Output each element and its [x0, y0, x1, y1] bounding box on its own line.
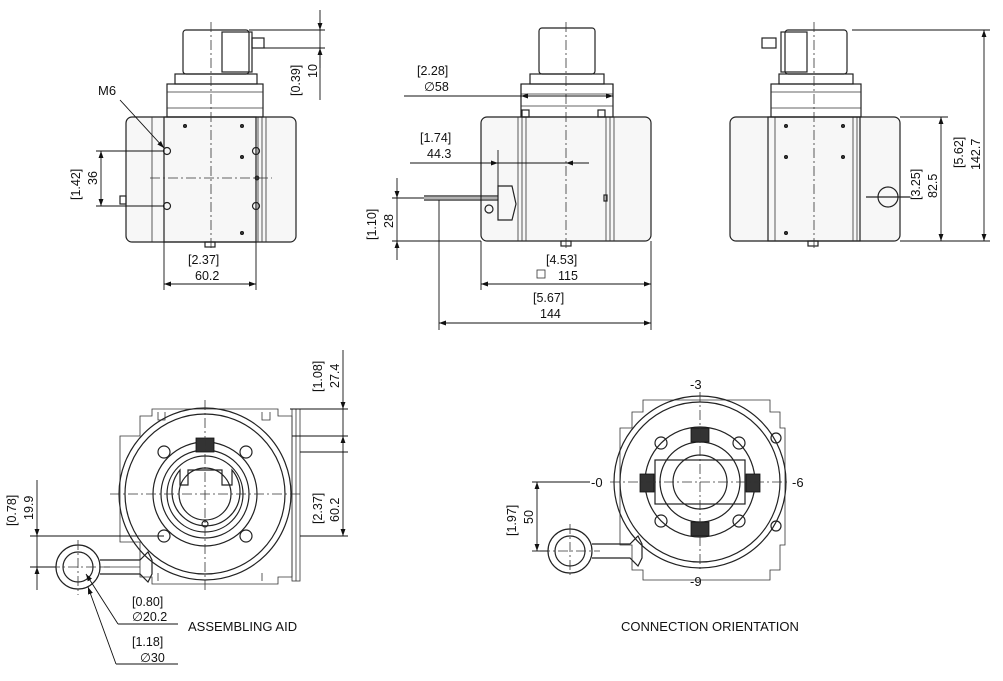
dim-cable-height-in: [1.10] [365, 209, 379, 240]
dim-top-offset-mm: 27.4 [328, 364, 342, 388]
dim-front-width-mm: 60.2 [195, 269, 219, 283]
dim-hole-spacing-in: [1.42] [69, 169, 83, 200]
dim-aid-outer-in: [1.18] [132, 635, 163, 649]
label-assembling-aid: ASSEMBLING AID [188, 619, 297, 634]
dim-total-len-mm: 144 [540, 307, 561, 321]
bottom-view: [1.08] 27.4 [2.37] 60.2 [0.78] 19.9 [0.8… [5, 350, 348, 665]
orient-label-top: -3 [690, 377, 702, 392]
dim-flange-dia-mm: ∅58 [424, 80, 449, 94]
dim-body-len-in: [4.53] [546, 253, 577, 267]
dim-conn-height-mm: 10 [306, 64, 320, 78]
orient-label-left: -0 [591, 475, 603, 490]
rear-view: [3.25] 82.5 [5.62] 142.7 [729, 22, 990, 250]
dim-front-width-in: [2.37] [188, 253, 219, 267]
dim-body-height-mm: 82.5 [926, 174, 940, 198]
dim-total-len-in: [5.67] [533, 291, 564, 305]
dim-shaft-offset-mm: 44.3 [427, 147, 451, 161]
dim-conn-height-in: [0.39] [289, 65, 303, 96]
dim-top-offset-in: [1.08] [311, 361, 325, 392]
dim-aid-outer-mm: ∅30 [140, 651, 165, 665]
side-view: [2.28] ∅58 [1.74] 44.3 [1.10] 28 [4.53] … [365, 22, 652, 330]
dim-orient-offset-mm: 50 [522, 510, 536, 524]
dim-cable-height-mm: 28 [382, 214, 396, 228]
label-connection-orientation: CONNECTION ORIENTATION [621, 619, 799, 634]
dim-aid-offset-in: [0.78] [5, 495, 19, 526]
dim-total-height-mm: 142.7 [969, 139, 983, 170]
dim-hole-spacing-mm: 36 [86, 171, 100, 185]
dim-orient-offset-in: [1.97] [505, 505, 519, 536]
dim-flange-dia-in: [2.28] [417, 64, 448, 78]
dim-aid-offset-mm: 19.9 [22, 496, 36, 520]
dim-total-height-in: [5.62] [952, 137, 966, 168]
dim-aid-inner-in: [0.80] [132, 595, 163, 609]
dim-bottom-width-mm: 60.2 [328, 498, 342, 522]
label-thread: M6 [98, 83, 116, 98]
orient-label-right: -6 [792, 475, 804, 490]
orient-label-bottom: -9 [690, 574, 702, 589]
dim-body-len-mm: 115 [558, 269, 578, 283]
dim-body-height-in: [3.25] [909, 169, 923, 200]
dim-aid-inner-mm: ∅20.2 [132, 610, 167, 624]
dim-bottom-width-in: [2.37] [311, 493, 325, 524]
dim-shaft-offset-in: [1.74] [420, 131, 451, 145]
orientation-view: -3 -0 -6 -9 [1.97] 50 CONNECTION ORIENTA… [505, 377, 804, 634]
front-view: [0.39] 10 M6 [1.42] 36 [2.37] 60.2 [69, 10, 325, 290]
